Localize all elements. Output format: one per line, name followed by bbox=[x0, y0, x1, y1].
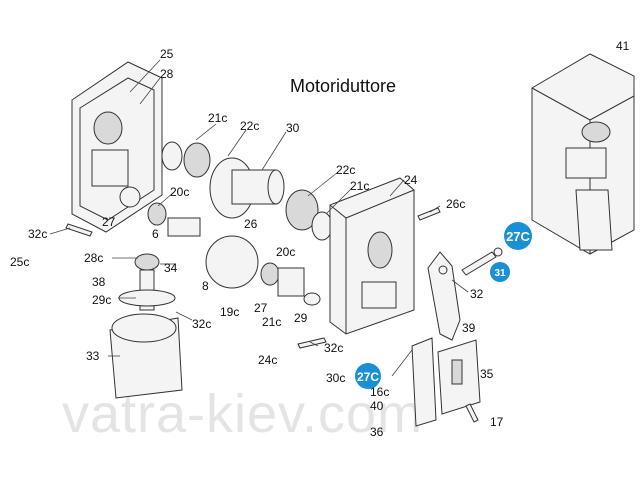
callout-29: 29 bbox=[294, 311, 308, 325]
callout-24c: 24c bbox=[258, 353, 277, 367]
part-gearbox-housing bbox=[329, 177, 415, 335]
part-bracket bbox=[411, 337, 481, 427]
callout-32c-b: 32c bbox=[192, 317, 211, 331]
callout-35: 35 bbox=[480, 367, 494, 381]
callout-26c: 26c bbox=[446, 197, 465, 211]
callout-22c-a: 22c bbox=[240, 119, 259, 133]
callout-25: 25 bbox=[160, 47, 174, 61]
callout-26: 26 bbox=[244, 217, 258, 231]
callout-34: 34 bbox=[164, 261, 178, 275]
callout-20c-b: 20c bbox=[276, 245, 295, 259]
badge-31-label: 31 bbox=[494, 268, 506, 279]
badge-27c-left-label: 27C bbox=[357, 370, 379, 384]
callout-8: 8 bbox=[202, 279, 209, 293]
callout-41: 41 bbox=[616, 39, 630, 53]
callout-27-a: 27 bbox=[102, 215, 116, 229]
callout-25c: 25c bbox=[10, 255, 29, 269]
callout-32c-c: 32c bbox=[324, 341, 343, 355]
part-motor bbox=[109, 253, 183, 399]
callout-32c-a: 32c bbox=[28, 227, 47, 241]
part-screws bbox=[65, 207, 479, 423]
callout-32: 32 bbox=[470, 287, 484, 301]
callout-16c: 16c bbox=[370, 385, 389, 399]
part-gear-assembly-upper bbox=[161, 141, 333, 241]
callout-30: 30 bbox=[286, 121, 300, 135]
part-release-lever bbox=[427, 251, 461, 341]
callout-40: 40 bbox=[370, 399, 384, 413]
part-assembled-unit bbox=[531, 53, 635, 255]
callout-29c: 29c bbox=[92, 293, 111, 307]
part-back-plate bbox=[71, 61, 163, 233]
part-rod bbox=[461, 247, 503, 276]
callout-39: 39 bbox=[462, 321, 476, 335]
callout-22c-b: 22c bbox=[336, 163, 355, 177]
callout-27-b: 27 bbox=[254, 301, 268, 315]
callout-21c-a: 21c bbox=[208, 111, 227, 125]
leader-lines bbox=[49, 59, 469, 377]
badge-27c-right-label: 27C bbox=[506, 229, 530, 244]
diagram-title: Motoriduttore bbox=[290, 76, 396, 96]
callout-20c-a: 20c bbox=[170, 185, 189, 199]
callout-24: 24 bbox=[404, 173, 418, 187]
callout-28c: 28c bbox=[84, 251, 103, 265]
callout-28: 28 bbox=[160, 67, 174, 81]
callout-21c-c: 21c bbox=[262, 315, 281, 329]
callout-33: 33 bbox=[86, 349, 100, 363]
callout-30c: 30c bbox=[326, 371, 345, 385]
callout-19c: 19c bbox=[220, 305, 239, 319]
callout-6: 6 bbox=[152, 227, 159, 241]
callout-38: 38 bbox=[92, 275, 106, 289]
badge-31[interactable]: 31 bbox=[490, 262, 510, 282]
callout-36: 36 bbox=[370, 425, 384, 439]
callout-21c-b: 21c bbox=[350, 179, 369, 193]
badge-27c-left[interactable]: 27C bbox=[355, 363, 381, 389]
part-gear-assembly-lower bbox=[119, 186, 321, 306]
callout-17: 17 bbox=[490, 415, 504, 429]
badge-27c-right[interactable]: 27C bbox=[504, 222, 532, 250]
